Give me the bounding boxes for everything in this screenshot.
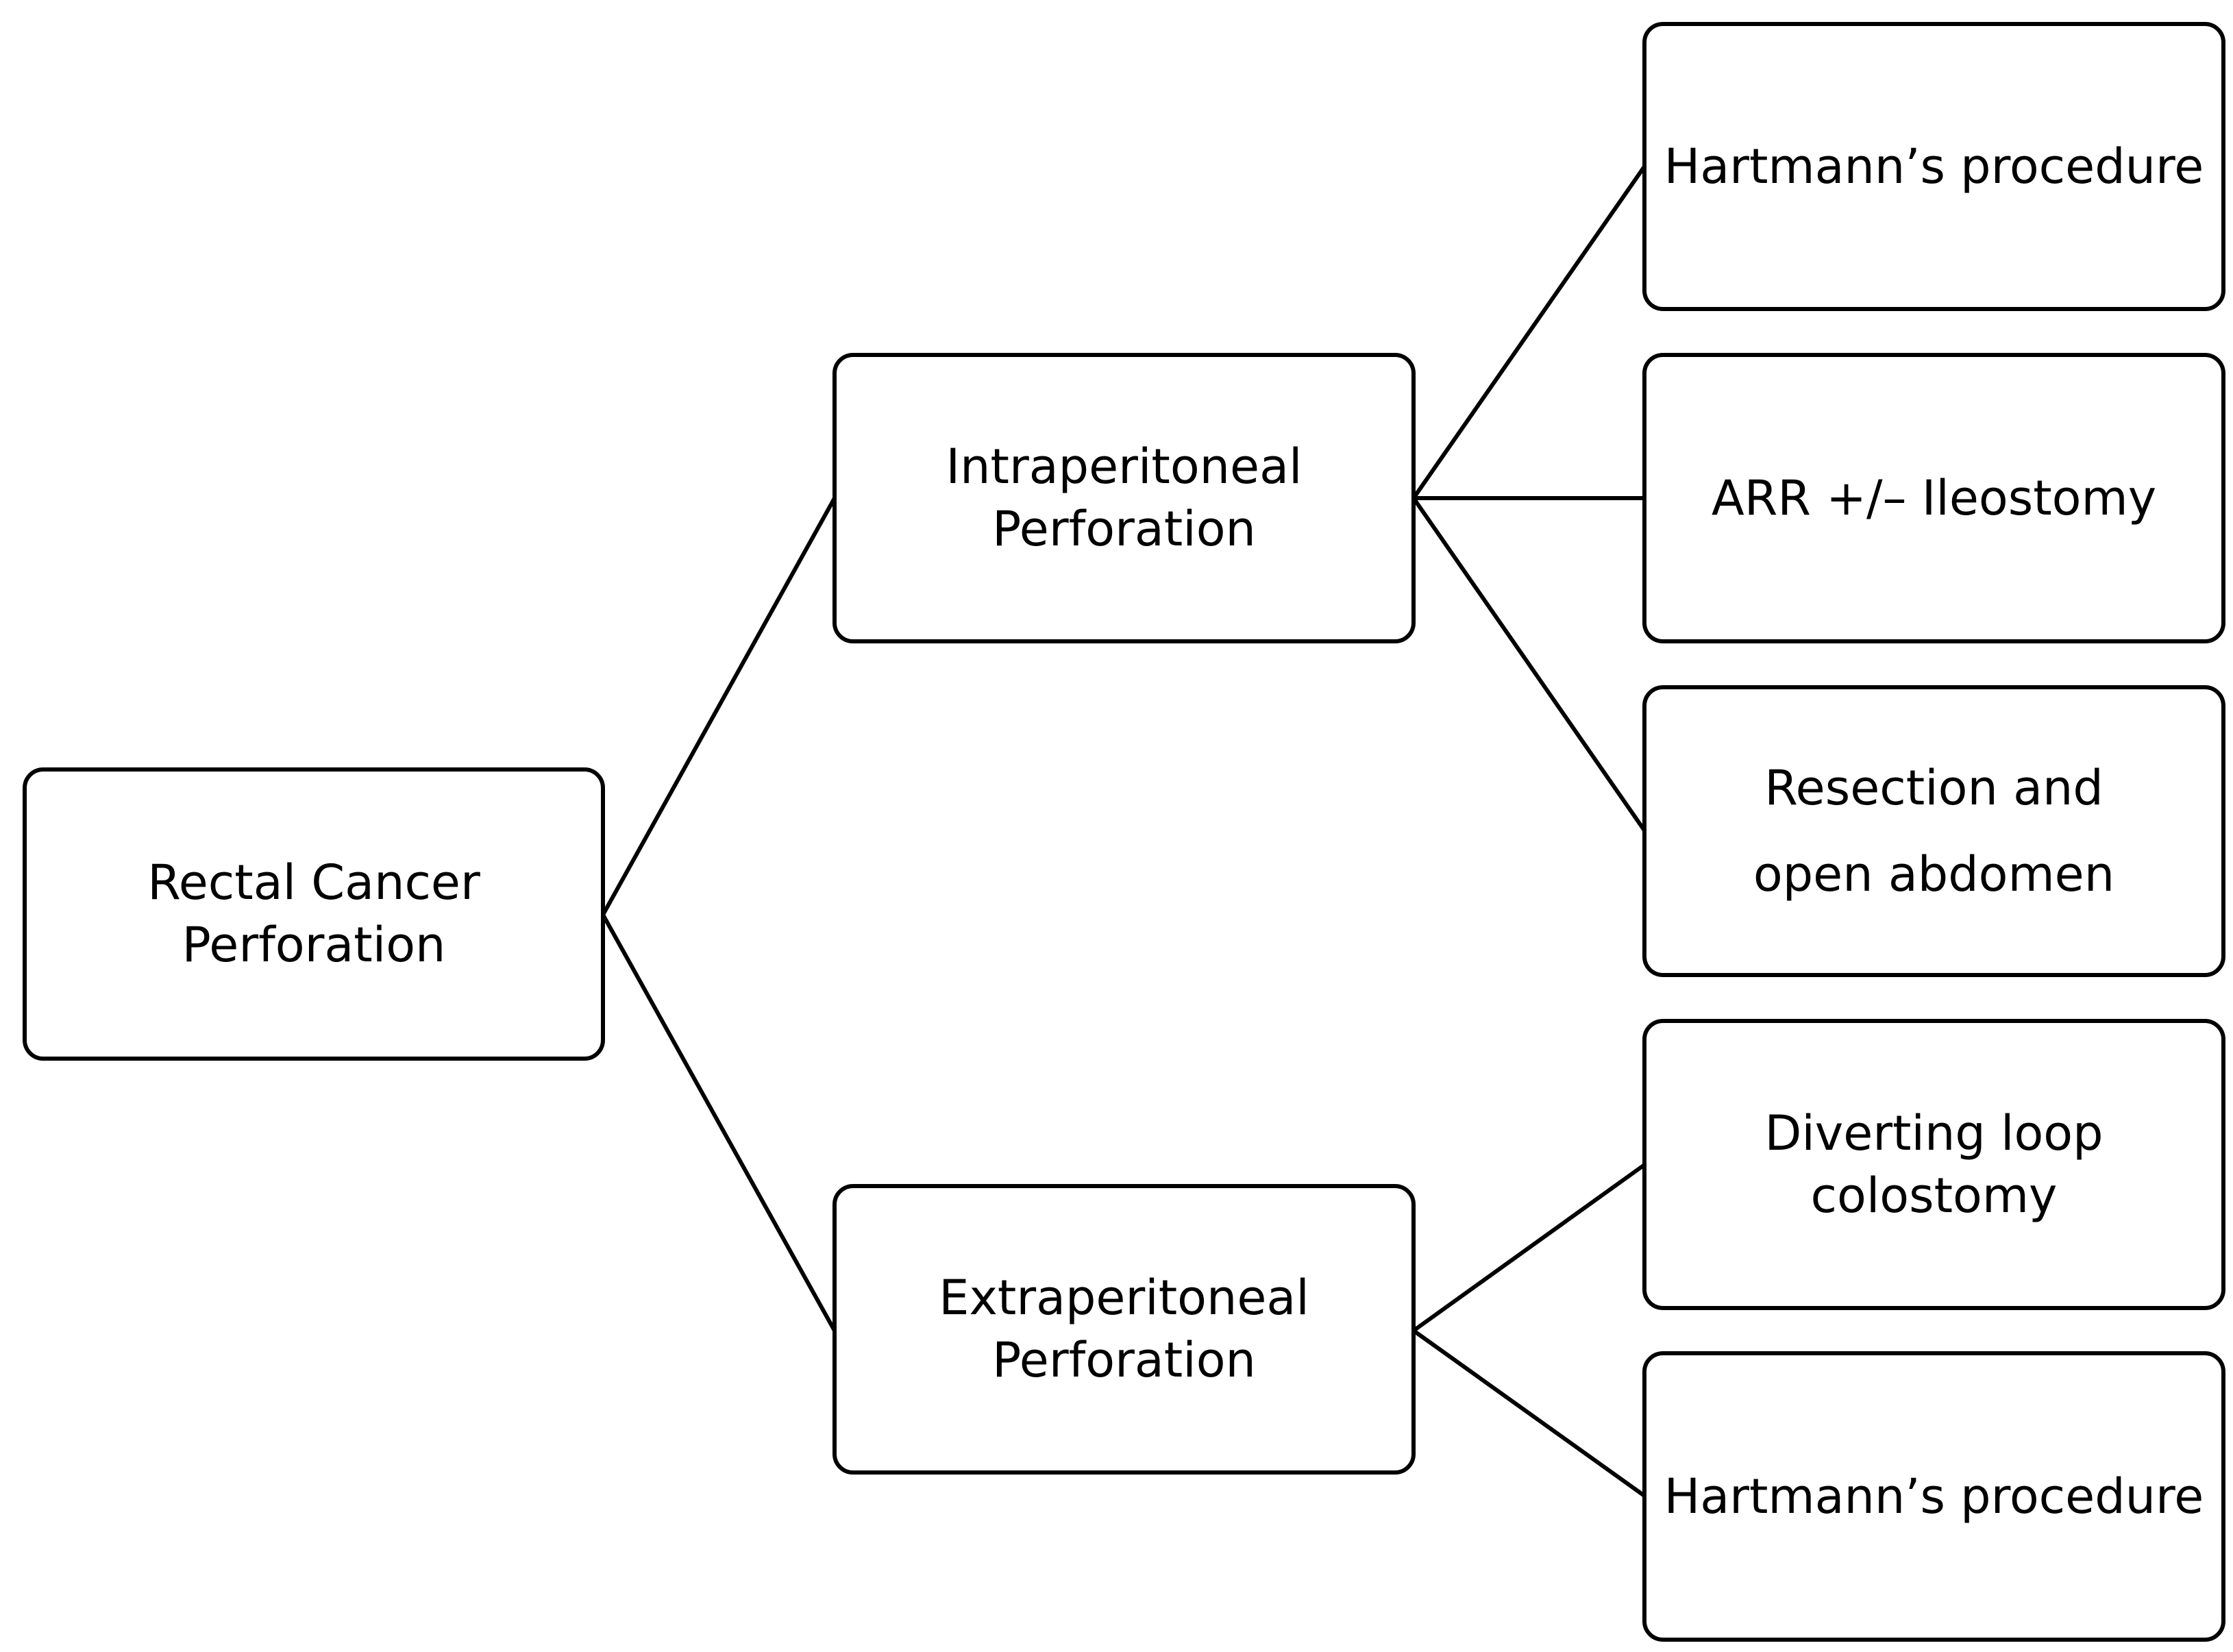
edge-intra-to-hartmann — [1411, 164, 1646, 500]
option-label: Hartmann’s procedure — [1664, 1468, 2204, 1525]
option-hartmanns-procedure-intra: Hartmann’s procedure — [1642, 22, 2225, 311]
edge-extra-to-diverting — [1411, 1163, 1646, 1333]
edge-extra-to-hartmann — [1411, 1329, 1646, 1498]
option-diverting-loop-colostomy: Diverting loop colostomy — [1642, 1019, 2225, 1310]
option-resection-open-abdomen: Resection and open abdomen — [1642, 685, 2225, 977]
intraperitoneal-perforation-node: Intraperitoneal Perforation — [832, 353, 1416, 643]
option-label: Hartmann’s procedure — [1664, 138, 2204, 195]
edge-intra-to-resection — [1411, 496, 1646, 833]
intraperitoneal-perforation-label: Intraperitoneal Perforation — [946, 439, 1303, 557]
root-node-label: Rectal Cancer Perforation — [147, 854, 480, 973]
edge-root-to-intraperitoneal — [601, 496, 837, 917]
option-label: Resection and open abdomen — [1753, 760, 2115, 902]
option-hartmanns-procedure-extra: Hartmann’s procedure — [1642, 1351, 2225, 1642]
option-label: ARR +/– Ileostomy — [1711, 469, 2157, 526]
extraperitoneal-perforation-label: Extraperitoneal Perforation — [939, 1270, 1309, 1388]
root-node-rectal-cancer-perforation: Rectal Cancer Perforation — [23, 767, 605, 1061]
option-label: Diverting loop colostomy — [1764, 1105, 2104, 1224]
extraperitoneal-perforation-node: Extraperitoneal Perforation — [832, 1184, 1416, 1475]
edge-root-to-extraperitoneal — [601, 913, 837, 1333]
option-arr-ileostomy: ARR +/– Ileostomy — [1642, 353, 2225, 643]
